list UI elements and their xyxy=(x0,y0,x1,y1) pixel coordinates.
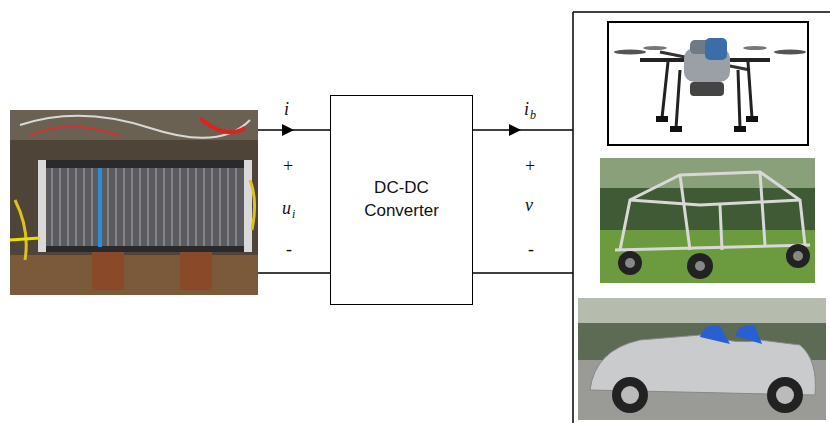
signal-label: - xyxy=(286,240,292,258)
current-arrow xyxy=(509,124,521,136)
wire xyxy=(258,12,830,423)
signal-label: + xyxy=(283,157,293,175)
signal-label: u xyxy=(282,199,291,217)
signal-label: i xyxy=(524,100,529,118)
signal-label: v xyxy=(525,196,533,214)
box-label: DC-DC Converter xyxy=(347,177,457,223)
fuel-cell-photo xyxy=(10,110,258,295)
drone-image xyxy=(608,22,808,145)
signal-label: + xyxy=(525,157,535,175)
signal-label: b xyxy=(530,109,536,121)
sports-car-photo xyxy=(578,298,826,420)
signal-label: i xyxy=(292,208,295,220)
buggy-photo xyxy=(600,158,815,283)
process-box: DC-DC Converter xyxy=(330,95,473,305)
signal-label: - xyxy=(528,240,534,258)
signal-label: i xyxy=(284,100,289,118)
current-arrow xyxy=(282,124,294,136)
